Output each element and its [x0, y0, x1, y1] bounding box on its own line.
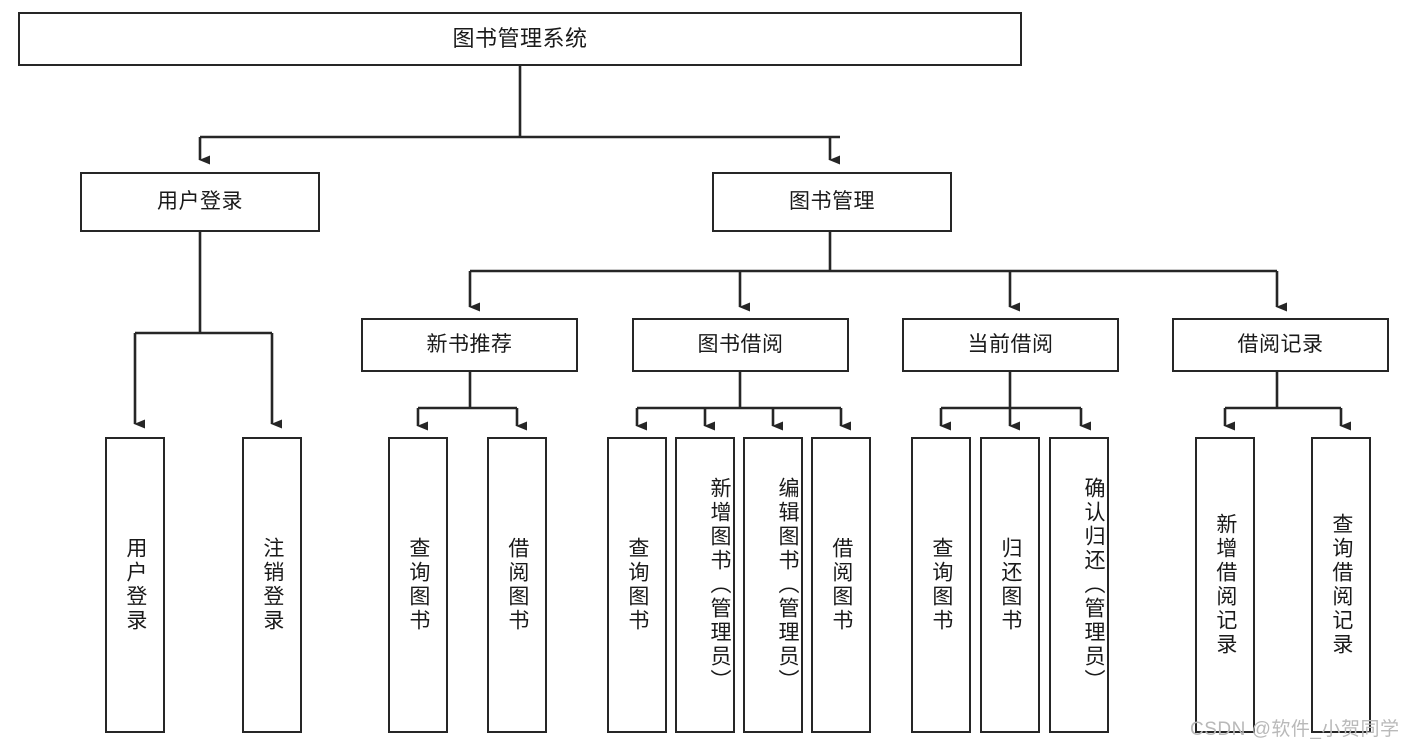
node-label: 图书管理系统: [452, 26, 588, 52]
leaf-query-book-recommend[interactable]: 查询图书: [388, 437, 448, 733]
node-label: 用户登录: [157, 190, 243, 214]
node-label: 注销登录: [260, 537, 284, 633]
node-new-book-recommend[interactable]: 新书推荐: [361, 318, 578, 372]
node-label: 新增图书（管理员）: [708, 477, 731, 693]
node-label: 借阅记录: [1237, 333, 1324, 357]
node-label: 当前借阅: [967, 333, 1054, 357]
node-label: 查询图书: [625, 537, 649, 633]
node-book-borrow[interactable]: 图书借阅: [632, 318, 849, 372]
node-label: 归还图书: [998, 537, 1022, 633]
csdn-watermark: CSDN @软件_小贺同学: [1190, 719, 1400, 740]
leaf-edit-book-admin[interactable]: 编辑图书（管理员）: [743, 437, 803, 733]
node-label: 用户登录: [123, 537, 147, 633]
leaf-add-borrow-record[interactable]: 新增借阅记录: [1195, 437, 1255, 733]
node-root-system[interactable]: 图书管理系统: [18, 12, 1022, 66]
leaf-user-login[interactable]: 用户登录: [105, 437, 165, 733]
leaf-query-book-current[interactable]: 查询图书: [911, 437, 971, 733]
node-label: 新增借阅记录: [1213, 513, 1237, 657]
leaf-query-book-borrow[interactable]: 查询图书: [607, 437, 667, 733]
node-label: 查询借阅记录: [1329, 513, 1353, 657]
leaf-query-borrow-record[interactable]: 查询借阅记录: [1311, 437, 1371, 733]
node-label: 编辑图书（管理员）: [776, 477, 799, 693]
node-label: 确认归还（管理员）: [1082, 477, 1105, 693]
node-label: 图书管理: [789, 190, 875, 214]
leaf-return-book[interactable]: 归还图书: [980, 437, 1040, 733]
node-label: 借阅图书: [829, 537, 853, 633]
leaf-add-book-admin[interactable]: 新增图书（管理员）: [675, 437, 735, 733]
leaf-confirm-return-admin[interactable]: 确认归还（管理员）: [1049, 437, 1109, 733]
node-label: 查询图书: [406, 537, 430, 633]
node-label: 图书借阅: [697, 333, 784, 357]
leaf-borrow-book-recommend[interactable]: 借阅图书: [487, 437, 547, 733]
node-label: 借阅图书: [505, 537, 529, 633]
node-borrow-record[interactable]: 借阅记录: [1172, 318, 1389, 372]
leaf-logout[interactable]: 注销登录: [242, 437, 302, 733]
node-user-login[interactable]: 用户登录: [80, 172, 320, 232]
node-book-management[interactable]: 图书管理: [712, 172, 952, 232]
node-label: 查询图书: [929, 537, 953, 633]
node-current-borrow[interactable]: 当前借阅: [902, 318, 1119, 372]
node-label: 新书推荐: [426, 333, 513, 357]
leaf-borrow-book[interactable]: 借阅图书: [811, 437, 871, 733]
